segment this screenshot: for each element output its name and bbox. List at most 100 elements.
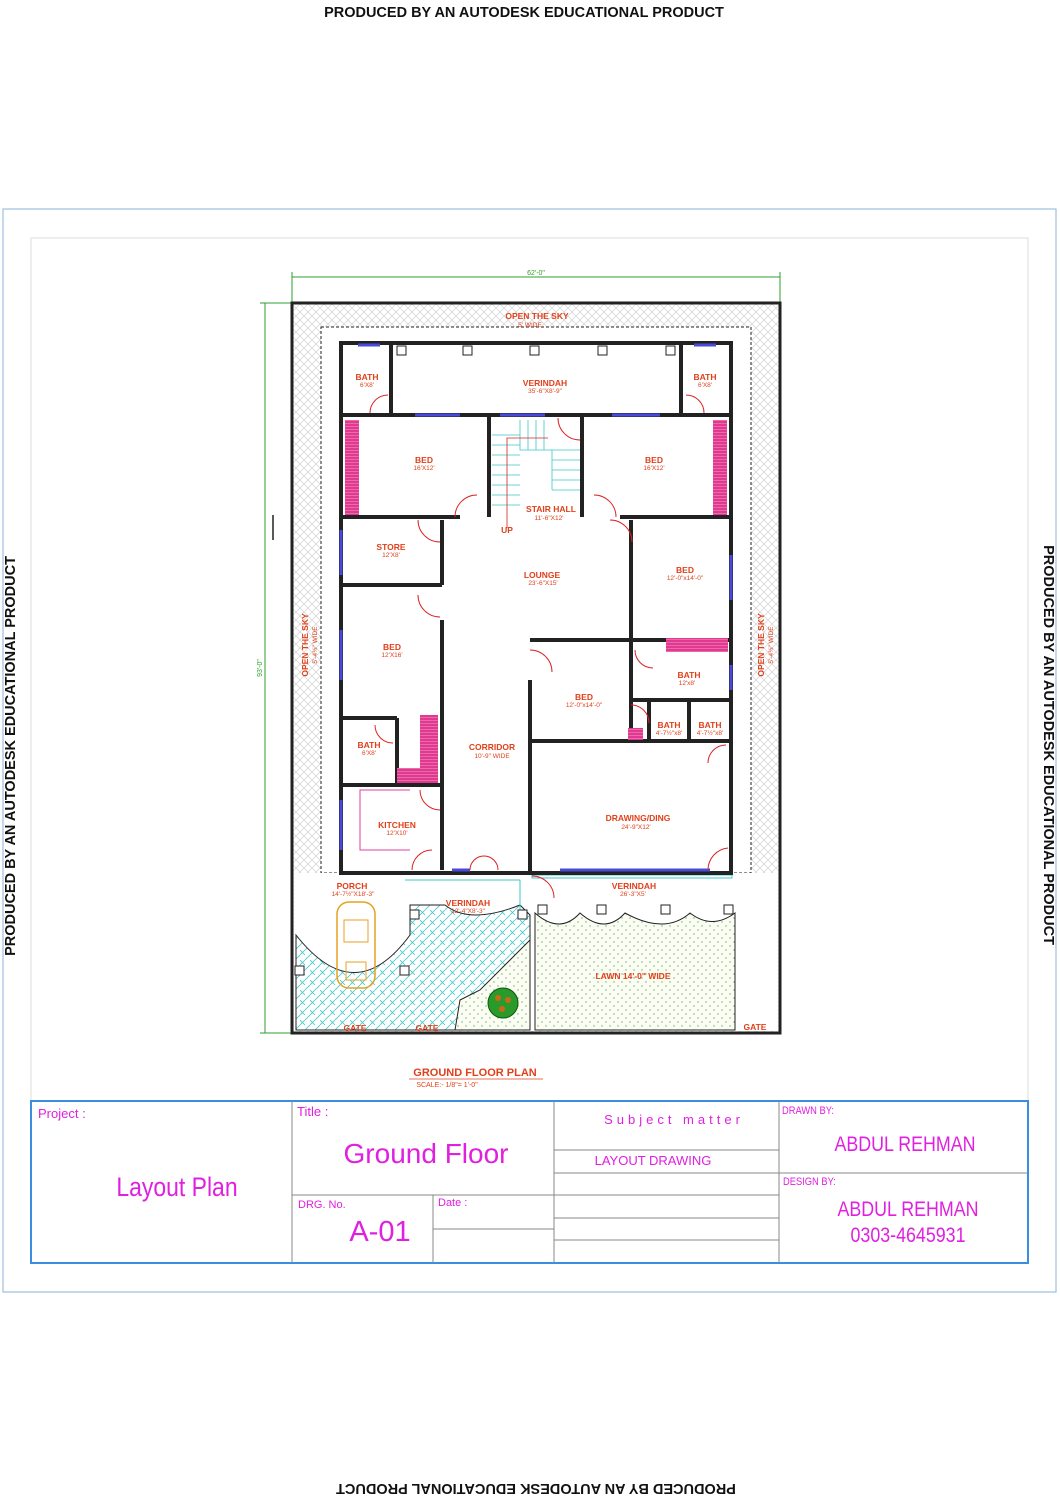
- svg-text:BATH: BATH: [358, 740, 381, 750]
- svg-text:BED: BED: [676, 565, 694, 575]
- svg-text:26'-3"X5': 26'-3"X5': [620, 891, 646, 898]
- title-label: Title :: [297, 1104, 328, 1119]
- title-block: Project : Layout Plan Title : Ground Flo…: [30, 1100, 1029, 1264]
- drg-no-value: A-01: [349, 1216, 410, 1248]
- svg-text:BATH: BATH: [694, 372, 717, 382]
- gate-label-3: GATE: [744, 1022, 767, 1032]
- svg-text:OPEN THE SKY: OPEN THE SKY: [300, 613, 310, 677]
- watermark-right: PRODUCED BY AN AUTODESK EDUCATIONAL PROD…: [1040, 545, 1056, 945]
- drg-no-label: DRG. No.: [298, 1199, 346, 1211]
- svg-text:CORRIDOR: CORRIDOR: [469, 742, 515, 752]
- svg-text:16'X12': 16'X12': [643, 465, 664, 472]
- svg-text:BATH: BATH: [356, 372, 379, 382]
- subject-label: Subject matter: [604, 1112, 744, 1127]
- stair-up-label: UP: [501, 525, 513, 535]
- svg-text:KITCHEN: KITCHEN: [378, 820, 416, 830]
- drawn-by-label: DRAWN BY:: [782, 1105, 834, 1117]
- watermark-left: PRODUCED BY AN AUTODESK EDUCATIONAL PROD…: [3, 556, 19, 956]
- svg-text:5'-4½" WIDE: 5'-4½" WIDE: [311, 626, 319, 664]
- watermark-top: PRODUCED BY AN AUTODESK EDUCATIONAL PROD…: [324, 5, 724, 21]
- svg-text:12'-4"X8'-3": 12'-4"X8'-3": [451, 908, 486, 915]
- open-sky-right: OPEN THE SKY 5'-4½" WIDE: [756, 613, 775, 677]
- svg-text:93'-0": 93'-0": [257, 659, 264, 677]
- walls: [339, 341, 733, 875]
- svg-text:4'-7½"x8': 4'-7½"x8': [656, 729, 682, 737]
- svg-text:LOUNGE: LOUNGE: [524, 570, 561, 580]
- svg-text:BED: BED: [645, 455, 663, 465]
- svg-text:16'X12': 16'X12': [413, 465, 434, 472]
- dimension-depth: 93'-0": [257, 302, 292, 1034]
- plan-caption: GROUND FLOOR PLAN SCALE:- 1/8"= 1'-0": [409, 1067, 543, 1089]
- project-value: Layout Plan: [116, 1172, 237, 1202]
- svg-text:12'X10': 12'X10': [386, 830, 407, 837]
- svg-text:BED: BED: [575, 692, 593, 702]
- svg-text:12'-0"x14'-0": 12'-0"x14'-0": [566, 702, 603, 709]
- open-sky-left: OPEN THE SKY 5'-4½" WIDE: [300, 613, 319, 677]
- svg-text:62'-0": 62'-0": [527, 270, 545, 277]
- gate-label-1: GATE: [344, 1023, 367, 1033]
- plot-boundary: [290, 301, 782, 1035]
- svg-text:12'X8': 12'X8': [382, 552, 400, 559]
- dimension-width: 62'-0": [291, 270, 781, 303]
- svg-text:BATH: BATH: [678, 670, 701, 680]
- svg-text:5' WIDE: 5' WIDE: [518, 322, 542, 329]
- wardrobes: [345, 420, 728, 783]
- svg-text:12'X16': 12'X16': [381, 652, 402, 659]
- kitchen-counter: [359, 789, 410, 851]
- svg-text:STAIR HALL: STAIR HALL: [526, 504, 576, 514]
- subject-value: LAYOUT DRAWING: [595, 1153, 712, 1168]
- design-by-label: DESIGN BY:: [783, 1176, 836, 1188]
- front-yard: [295, 874, 736, 1031]
- svg-text:OPEN THE SKY: OPEN THE SKY: [505, 311, 569, 321]
- drawn-by-value: ABDUL REHMAN: [834, 1133, 975, 1157]
- svg-text:11'-6"X12': 11'-6"X12': [535, 515, 564, 522]
- svg-text:5'-4½" WIDE: 5'-4½" WIDE: [767, 626, 775, 664]
- watermark-bottom: PRODUCED BY AN AUTODESK EDUCATIONAL PROD…: [336, 1480, 736, 1496]
- svg-text:GROUND FLOOR PLAN: GROUND FLOOR PLAN: [413, 1067, 536, 1079]
- sheet-border: [2, 208, 1057, 1293]
- stair: [492, 420, 580, 528]
- svg-text:PORCH: PORCH: [337, 881, 368, 891]
- svg-text:SCALE:- 1/8"= 1'-0": SCALE:- 1/8"= 1'-0": [416, 1082, 478, 1089]
- svg-text:VERINDAH: VERINDAH: [523, 378, 567, 388]
- svg-text:12'-0"x14'-0": 12'-0"x14'-0": [667, 575, 704, 582]
- svg-text:6'X8': 6'X8': [360, 382, 374, 389]
- lawn-label: LAWN 14'-0" WIDE: [595, 971, 670, 981]
- svg-text:BATH: BATH: [699, 720, 722, 730]
- svg-text:12'x8': 12'x8': [679, 680, 696, 687]
- svg-text:BATH: BATH: [658, 720, 681, 730]
- design-by-phone: 0303-4645931: [850, 1224, 965, 1248]
- svg-text:STORE: STORE: [376, 542, 405, 552]
- design-by-value: ABDUL REHMAN: [837, 1198, 978, 1222]
- open-sky-top: OPEN THE SKY 5' WIDE: [505, 311, 569, 329]
- svg-text:DRAWING/DING: DRAWING/DING: [606, 813, 671, 823]
- title-value: Ground Floor: [344, 1138, 509, 1169]
- svg-text:14'-7½"X18'-3": 14'-7½"X18'-3": [332, 890, 376, 898]
- svg-text:10'-9" WIDE: 10'-9" WIDE: [474, 753, 510, 760]
- svg-text:24'-9"X12': 24'-9"X12': [621, 824, 650, 831]
- svg-text:6'X8': 6'X8': [362, 750, 376, 757]
- project-label: Project :: [38, 1106, 86, 1121]
- svg-text:BED: BED: [415, 455, 433, 465]
- svg-text:23'-6"X15': 23'-6"X15': [528, 580, 557, 587]
- svg-text:4'-7½"x8': 4'-7½"x8': [697, 729, 723, 737]
